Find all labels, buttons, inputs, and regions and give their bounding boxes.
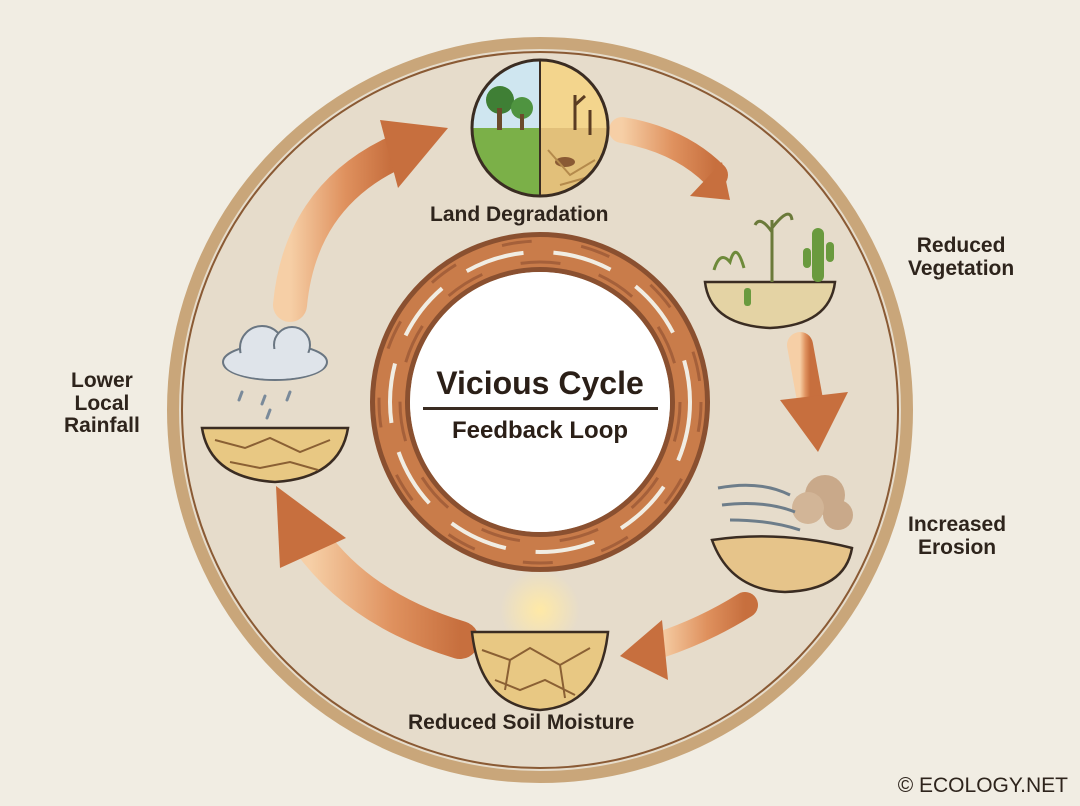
copyright-notice: © ECOLOGY.NET xyxy=(897,774,1068,797)
label-increased-erosion: Increased Erosion xyxy=(908,513,1007,559)
arrow-rainfall-to-degradation xyxy=(273,120,448,322)
center-subtitle: Feedback Loop xyxy=(451,417,629,444)
label-land-degradation: Land Degradation xyxy=(430,203,609,226)
reduced-soil-moisture-icon xyxy=(470,570,610,712)
lower-local-rainfall-icon xyxy=(200,325,350,484)
reduced-vegetation-icon xyxy=(703,212,837,330)
land-degradation-icon xyxy=(470,58,610,198)
arrow-vegetation-to-erosion xyxy=(780,332,848,452)
center-title: Vicious Cycle xyxy=(436,365,644,401)
arrow-degradation-to-vegetation xyxy=(609,117,730,200)
arrow-erosion-to-soil-moisture xyxy=(620,592,758,680)
outer-ring-inner-line xyxy=(181,51,899,769)
label-reduced-soil-moisture: Reduced Soil Moisture xyxy=(408,711,635,734)
increased-erosion-icon xyxy=(710,475,854,594)
label-lower-local-rainfall: Lower Local Rainfall xyxy=(64,369,140,438)
center-divider xyxy=(423,407,658,410)
arrow-soil-moisture-to-rainfall xyxy=(276,486,479,659)
center-twisted-ring xyxy=(370,232,710,572)
label-reduced-vegetation: Reduced Vegetation xyxy=(908,234,1015,280)
